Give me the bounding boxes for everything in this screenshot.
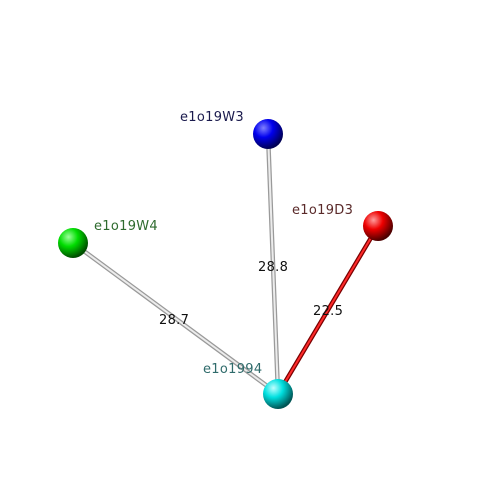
atom-e1o19W3	[253, 119, 283, 149]
atom-label-e1o1994: e1o1994	[203, 362, 262, 377]
atom-e1o19W4	[58, 228, 88, 258]
atom-label-e1o19D3: e1o19D3	[292, 203, 353, 218]
atom-e1o1994	[263, 379, 293, 409]
atom-label-e1o19W3: e1o19W3	[180, 110, 244, 125]
atom-e1o19D3	[363, 211, 393, 241]
atom-label-e1o19W4: e1o19W4	[94, 219, 158, 234]
edge-c94-d3	[275, 223, 381, 397]
edge-c94-w4	[70, 240, 281, 397]
distance-label-c94-w4: 28.7	[159, 313, 189, 328]
edge-c94-w3	[265, 131, 281, 397]
distance-label-c94-w3: 28.8	[258, 260, 288, 275]
distance-label-c94-d3: 22.5	[313, 304, 343, 319]
